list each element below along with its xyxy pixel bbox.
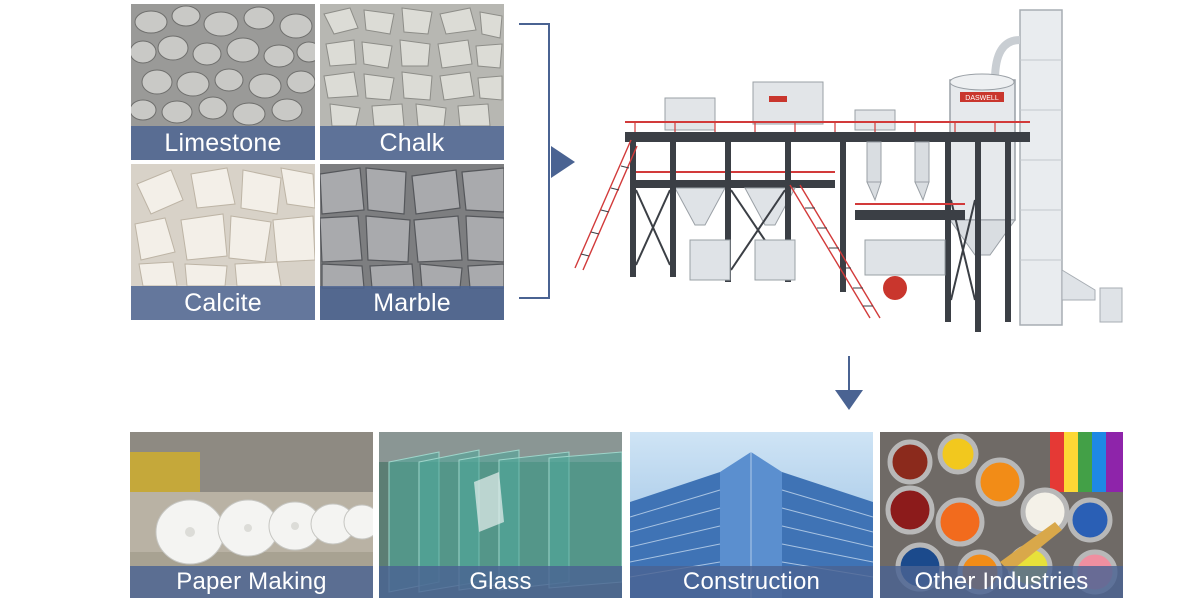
tile-paper-making: Paper Making — [130, 432, 373, 598]
tile-glass: Glass — [379, 432, 622, 598]
tile-other-industries: Other Industries — [880, 432, 1123, 598]
tile-chalk: Chalk — [320, 4, 504, 160]
grinding-mill-plant-illustration: DASWELL — [574, 9, 1123, 332]
tile-calcite: Calcite — [131, 164, 315, 320]
tile-label: Paper Making — [130, 566, 373, 598]
down-arrow-icon — [835, 390, 863, 410]
tile-label: Chalk — [320, 126, 504, 160]
tile-label: Limestone — [131, 126, 315, 160]
tile-label: Construction — [630, 566, 873, 598]
tile-label: Calcite — [131, 286, 315, 320]
bracket — [519, 23, 550, 299]
tile-label: Glass — [379, 566, 622, 598]
machine-brand: DASWELL — [965, 95, 999, 102]
tile-limestone: Limestone — [131, 4, 315, 160]
tile-label: Marble — [320, 286, 504, 320]
tile-marble: Marble — [320, 164, 504, 320]
tile-label: Other Industries — [880, 566, 1123, 598]
tile-construction: Construction — [630, 432, 873, 598]
